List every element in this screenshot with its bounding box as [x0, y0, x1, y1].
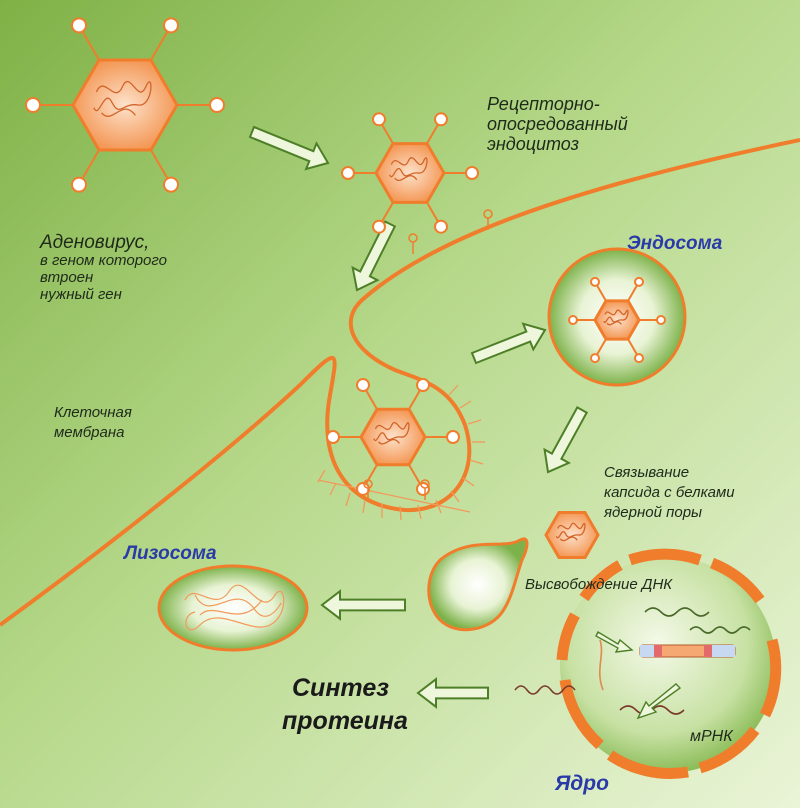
adenovirus-in-pit — [326, 378, 460, 496]
binding-label: Связывание капсида с белками ядерной пор… — [604, 464, 735, 521]
fusing-vesicle — [427, 537, 529, 632]
gene-cassette — [639, 644, 736, 658]
dna-release-label: Высвобождение ДНК — [525, 576, 673, 593]
membrane-label: Клеточная мембрана — [54, 404, 132, 442]
mrna-label: мРНК — [690, 728, 733, 745]
capsid-at-pore — [544, 511, 600, 559]
process-arrows — [248, 125, 589, 709]
arrow-to-pit — [351, 220, 397, 292]
protein-synthesis-label: Синтез протеина — [282, 674, 408, 735]
receptors — [363, 209, 493, 500]
arrow-to-lysosome — [320, 589, 406, 621]
arrow-to-nucleus-pore — [543, 406, 589, 474]
nucleus — [560, 557, 776, 773]
nucleus-arrows — [595, 631, 682, 720]
adenovirus-in-endosome — [568, 276, 666, 364]
arrow-to-endocytosis — [248, 125, 330, 171]
endosome-label: Эндосома — [627, 233, 723, 254]
lysosome — [157, 564, 309, 652]
adenovirus-free — [25, 17, 225, 193]
endocytosis-label: Рецепторно- опосредованный эндоцитоз — [487, 94, 628, 155]
clathrin-coat — [317, 384, 485, 521]
lysosome-dna — [184, 584, 285, 631]
adenovirus-label: Аденовирус, в геном которого втроен нужн… — [40, 232, 167, 303]
nucleus-label: Ядро — [555, 772, 609, 795]
lysosome-label: Лизосома — [124, 543, 217, 564]
cell-membrane — [0, 138, 800, 627]
arrow-to-protein-synthesis — [416, 677, 489, 709]
arrow-to-endosome — [470, 322, 547, 365]
adenovirus-receptor-bound — [341, 112, 479, 234]
viruses — [25, 17, 666, 559]
